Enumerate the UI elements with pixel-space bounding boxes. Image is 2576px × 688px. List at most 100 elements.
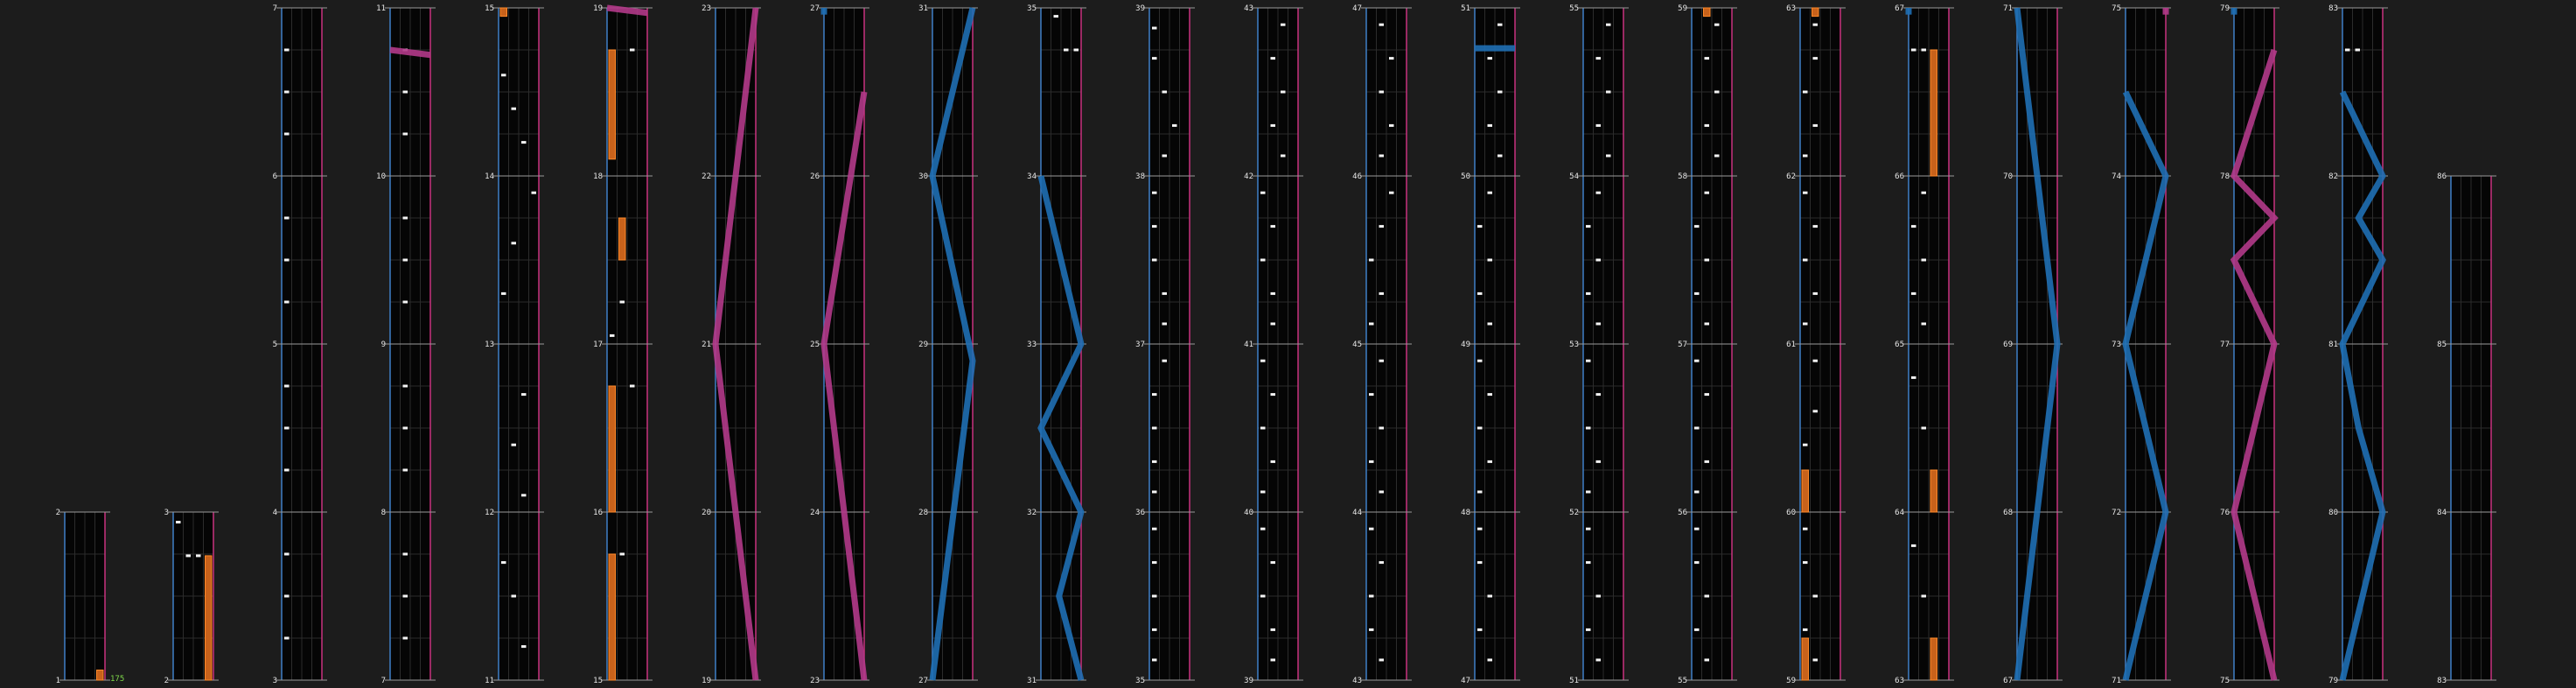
measure-number: 9 bbox=[381, 340, 386, 349]
right-laser bbox=[606, 4, 648, 17]
chip-note bbox=[1172, 123, 1177, 127]
measure-number: 42 bbox=[1244, 172, 1253, 181]
chip-note bbox=[1369, 527, 1374, 530]
chip-note bbox=[1152, 594, 1157, 598]
measure-number: 54 bbox=[1569, 172, 1579, 181]
measure-number: 35 bbox=[1027, 4, 1037, 13]
chip-note bbox=[1369, 628, 1374, 631]
chip-note bbox=[501, 74, 506, 77]
chip-note bbox=[511, 242, 516, 245]
measure-number: 36 bbox=[1135, 509, 1145, 517]
chip-note bbox=[1152, 26, 1157, 30]
chip-note bbox=[1389, 57, 1394, 60]
measure-number: 72 bbox=[2112, 509, 2121, 517]
chip-note bbox=[1379, 359, 1384, 362]
hold-note bbox=[96, 669, 104, 681]
measure-number: 51 bbox=[1569, 677, 1579, 685]
measure-number: 75 bbox=[2112, 4, 2121, 13]
measure-number: 78 bbox=[2220, 172, 2230, 181]
chip-note bbox=[1389, 191, 1394, 194]
hold-note bbox=[205, 555, 213, 681]
chip-note bbox=[1921, 322, 1926, 326]
chip-note bbox=[1812, 57, 1818, 60]
measure-number: 11 bbox=[485, 677, 494, 685]
chip-note bbox=[1497, 23, 1503, 26]
measure-number: 71 bbox=[2003, 4, 2013, 13]
chip-note bbox=[2355, 48, 2360, 52]
chip-note bbox=[1812, 359, 1818, 362]
chip-note bbox=[1487, 322, 1492, 326]
measure-number: 55 bbox=[1569, 4, 1579, 13]
measure-number: 50 bbox=[1461, 172, 1470, 181]
chip-note bbox=[196, 554, 201, 558]
chip-note bbox=[1595, 658, 1601, 662]
chip-note bbox=[1270, 658, 1275, 662]
measure-number: 40 bbox=[1244, 509, 1253, 517]
chip-note bbox=[1586, 359, 1591, 362]
chip-note bbox=[1921, 594, 1926, 598]
right-laser bbox=[389, 46, 431, 59]
left-laser bbox=[2014, 7, 2061, 681]
chip-note bbox=[501, 561, 506, 565]
measure-number: 19 bbox=[593, 4, 603, 13]
measure-number: 59 bbox=[1678, 4, 1687, 13]
chip-note bbox=[1477, 225, 1483, 228]
chip-note bbox=[1921, 48, 1926, 52]
chip-note bbox=[1694, 291, 1700, 295]
measure-number: 14 bbox=[485, 172, 494, 181]
chip-note bbox=[531, 191, 536, 194]
measure-number: 3 bbox=[164, 509, 169, 517]
chip-note bbox=[1694, 426, 1700, 430]
chip-note bbox=[402, 258, 408, 262]
chip-note bbox=[284, 48, 290, 52]
chip-note bbox=[1487, 123, 1492, 127]
measure-number: 35 bbox=[1135, 677, 1145, 685]
measure-number: 12 bbox=[485, 509, 494, 517]
chip-note bbox=[1704, 57, 1709, 60]
measure-number: 74 bbox=[2112, 172, 2121, 181]
chip-note bbox=[1260, 258, 1266, 262]
chip-note bbox=[1152, 527, 1157, 530]
bpm-label: 175 bbox=[110, 675, 124, 684]
chip-note bbox=[1812, 594, 1818, 598]
chip-note bbox=[1497, 154, 1503, 158]
chip-note bbox=[1595, 123, 1601, 127]
measure-number: 83 bbox=[2328, 4, 2338, 13]
chip-note bbox=[1379, 90, 1384, 94]
chip-note bbox=[1369, 393, 1374, 397]
chip-note bbox=[1704, 123, 1709, 127]
chip-note bbox=[1162, 90, 1167, 94]
chip-note bbox=[1389, 123, 1394, 127]
chip-note bbox=[402, 384, 408, 388]
measure-number: 45 bbox=[1352, 340, 1362, 349]
chip-note bbox=[1586, 225, 1591, 228]
chip-note bbox=[402, 636, 408, 640]
chip-note bbox=[1803, 443, 1808, 446]
measure-number: 19 bbox=[702, 677, 711, 685]
chip-note bbox=[1152, 426, 1157, 430]
chip-note bbox=[1812, 225, 1818, 228]
chip-note bbox=[1270, 393, 1275, 397]
measure-number: 46 bbox=[1352, 172, 1362, 181]
left-laser bbox=[2122, 90, 2169, 681]
measure-number: 80 bbox=[2328, 509, 2338, 517]
measure-number: 67 bbox=[1895, 4, 1904, 13]
left-laser bbox=[929, 7, 976, 681]
measure-number: 67 bbox=[2003, 677, 2013, 685]
measure-number: 84 bbox=[2437, 509, 2447, 517]
measure-number: 37 bbox=[1135, 340, 1145, 349]
chip-note bbox=[1152, 393, 1157, 397]
chip-note bbox=[402, 594, 408, 598]
measure-number: 71 bbox=[2112, 677, 2121, 685]
chip-note bbox=[1812, 123, 1818, 127]
measure-number: 83 bbox=[2437, 677, 2447, 685]
chip-note bbox=[1586, 490, 1591, 494]
chip-note bbox=[1379, 225, 1384, 228]
measure-number: 56 bbox=[1678, 509, 1687, 517]
chip-note bbox=[1152, 658, 1157, 662]
measure-number: 63 bbox=[1786, 4, 1796, 13]
